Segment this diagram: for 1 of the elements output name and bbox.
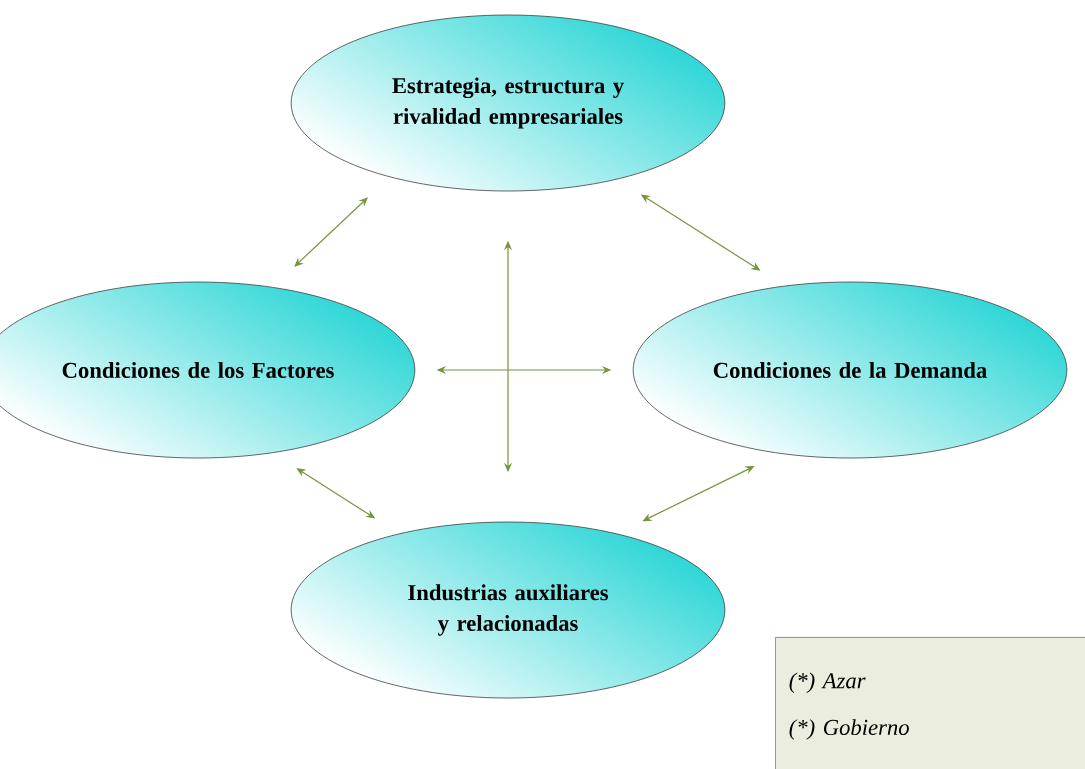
note-box: (*) Azar (*) Gobierno — [775, 637, 1085, 769]
